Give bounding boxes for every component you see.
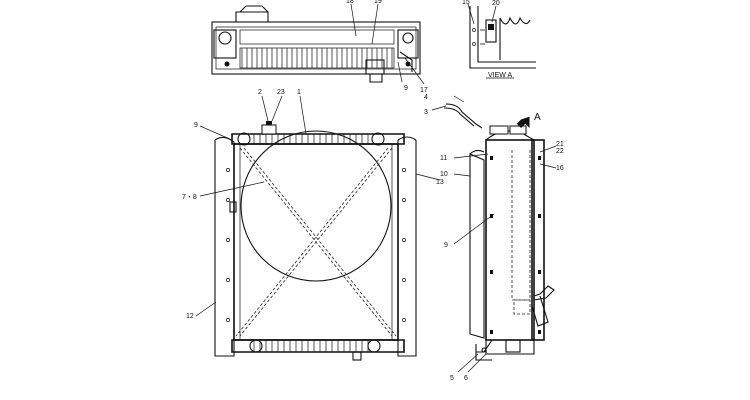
callout-9-top: 9: [404, 85, 408, 92]
view-a-detail: [467, 3, 536, 79]
callout-7-8: 7・8: [182, 194, 197, 201]
callout-13: 13: [436, 179, 444, 186]
callout-2: 2: [258, 89, 262, 96]
callout-10: 10: [440, 171, 448, 178]
callout-9-front: 9: [194, 122, 198, 129]
callout-23: 23: [277, 89, 285, 96]
front-view: [214, 121, 417, 361]
side-view: [443, 103, 555, 361]
callout-6: 6: [464, 375, 468, 382]
callout-9-side: 9: [444, 242, 448, 249]
callout-1: 1: [297, 89, 301, 96]
view-arrow-label: A: [534, 112, 541, 123]
top-view: [211, 5, 421, 83]
callout-12: 12: [186, 313, 194, 320]
callout-3: 3: [424, 109, 428, 116]
callout-19: 19: [374, 0, 382, 5]
callout-17: 17: [420, 87, 428, 94]
callout-15: 15: [462, 0, 470, 6]
callout-20: 20: [492, 0, 500, 7]
callout-5: 5: [450, 375, 454, 382]
callout-21: 21: [556, 141, 564, 148]
callout-11: 11: [440, 155, 447, 162]
callout-22: 22: [556, 148, 564, 155]
view-a-label: VIEW A: [488, 72, 512, 79]
callout-4: 4: [424, 94, 428, 101]
callout-18: 18: [346, 0, 354, 5]
callout-16: 16: [556, 165, 564, 172]
